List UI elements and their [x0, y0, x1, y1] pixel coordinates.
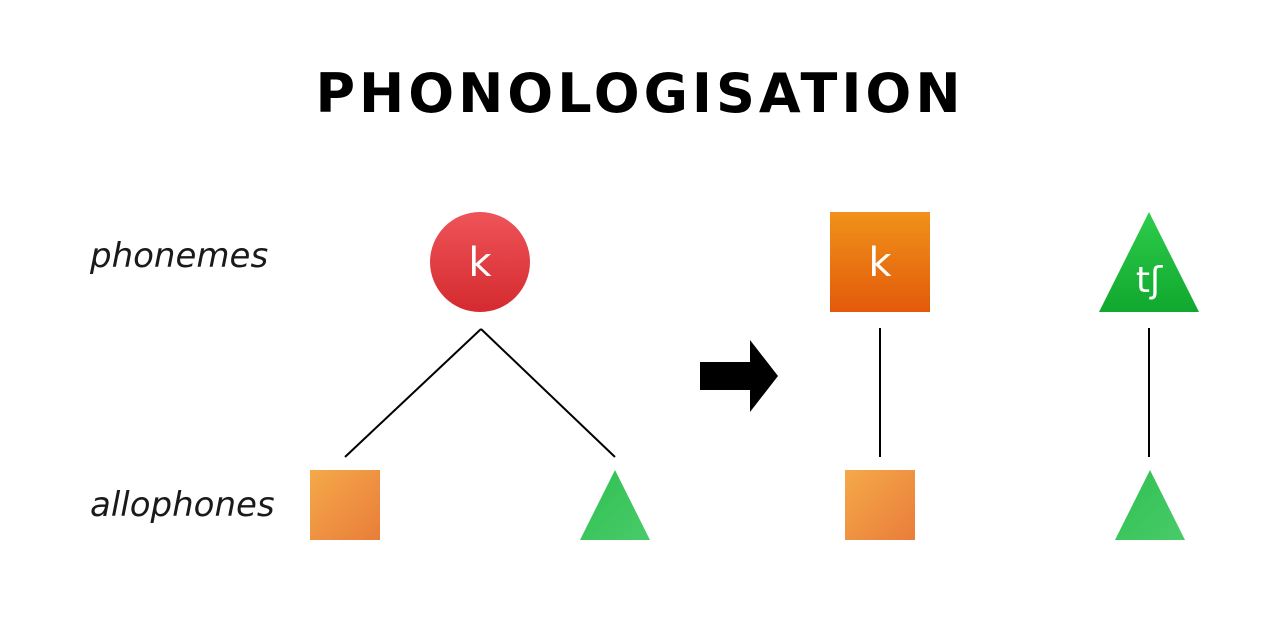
after-phoneme-tsh-node: tʃ — [1099, 212, 1199, 312]
before-allophone-square — [310, 470, 380, 540]
phoneme-circle-shape — [430, 212, 530, 312]
row-label-phonemes: phonemes — [90, 236, 269, 276]
before-allophone-triangle — [580, 470, 650, 540]
after-allophone-square — [845, 470, 915, 540]
phoneme-symbol: tʃ — [1136, 260, 1163, 301]
after-allophone-triangle — [1115, 470, 1185, 540]
branch-line-left — [344, 328, 482, 458]
row-label-allophones: allophones — [90, 485, 275, 525]
diagram-title: PHONOLOGISATION — [315, 62, 965, 125]
branch-line-right — [480, 328, 616, 458]
phoneme-symbol: k — [468, 240, 492, 286]
before-phoneme-k-node: k — [430, 212, 530, 312]
phoneme-square-shape — [830, 212, 930, 312]
phoneme-symbol: k — [868, 240, 892, 286]
right-arrow-icon — [700, 340, 778, 412]
phoneme-triangle-shape — [1099, 212, 1199, 312]
after-phoneme-k-node: k — [830, 212, 930, 312]
